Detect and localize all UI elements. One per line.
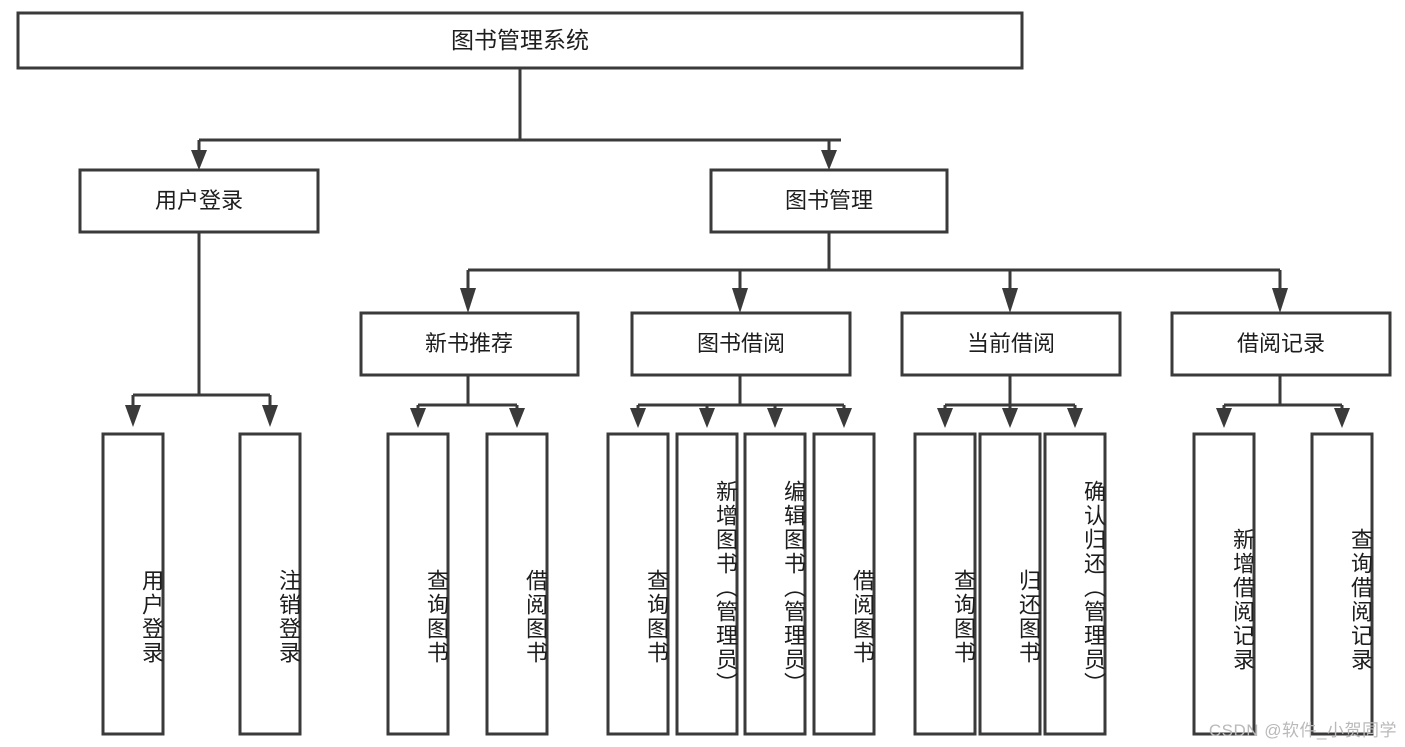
leaf-box-query-book-3[interactable] (913, 432, 977, 736)
user-login-label: 用户登录 (155, 188, 243, 213)
borrow-record-box[interactable] (1170, 311, 1392, 377)
arrowhead-bb-1 (630, 408, 646, 428)
node-current-borrow[interactable]: 当前借阅 (900, 311, 1122, 377)
current-borrow-box[interactable] (900, 311, 1122, 377)
arrowhead-br-1 (1216, 408, 1232, 428)
leaf-box-borrow-book-1[interactable] (485, 432, 549, 736)
node-new-book-recommend[interactable]: 新书推荐 (359, 311, 580, 377)
node-book-manage[interactable]: 图书管理 (709, 168, 949, 234)
node-user-login[interactable]: 用户登录 (78, 168, 320, 234)
arrowhead-user-login (191, 150, 207, 170)
leaf-box-query-record[interactable] (1310, 432, 1374, 736)
leaf-box-query-book-1[interactable] (386, 432, 450, 736)
node-root[interactable]: 图书管理系统 (16, 11, 1024, 70)
arrowhead-br-2 (1334, 408, 1350, 428)
root-label: 图书管理系统 (451, 27, 589, 53)
connectors (125, 68, 1350, 428)
leaf-box-user-login[interactable] (101, 432, 165, 736)
leaf-box-add-record[interactable] (1192, 432, 1256, 736)
arrowhead-book-manage (821, 150, 837, 170)
csdn-watermark: CSDN @软件_小贺同学 (1208, 721, 1397, 740)
leaf-box-add-book[interactable] (675, 432, 739, 736)
leaf-box-confirm-return[interactable] (1043, 432, 1107, 736)
new-book-recommend-label: 新书推荐 (425, 331, 513, 356)
leaf-box-return-book[interactable] (978, 432, 1042, 736)
arrowhead-book-borrow (732, 288, 748, 313)
node-book-borrow[interactable]: 图书借阅 (630, 311, 852, 377)
node-borrow-record[interactable]: 借阅记录 (1170, 311, 1392, 377)
current-borrow-label: 当前借阅 (967, 331, 1055, 356)
arrowhead-bb-2 (699, 408, 715, 428)
arrowhead-cb-1 (937, 408, 953, 428)
borrow-record-label: 借阅记录 (1237, 331, 1325, 356)
arrowhead-nb-1 (410, 408, 426, 428)
leaf-box-borrow-book-2[interactable] (812, 432, 876, 736)
book-manage-label: 图书管理 (785, 188, 873, 213)
leaf-boxes (101, 432, 1374, 736)
user-login-box[interactable] (78, 168, 320, 234)
leaf-box-query-book-2[interactable] (606, 432, 670, 736)
leaf-box-logout-login[interactable] (238, 432, 302, 736)
arrowhead-leaf-user-login (125, 405, 141, 427)
leaf-box-edit-book[interactable] (743, 432, 807, 736)
arrowhead-current-borrow (1002, 288, 1018, 313)
root-box[interactable] (16, 11, 1024, 70)
book-borrow-label: 图书借阅 (697, 331, 785, 356)
book-manage-box[interactable] (709, 168, 949, 234)
book-borrow-box[interactable] (630, 311, 852, 377)
new-book-recommend-box[interactable] (359, 311, 580, 377)
arrowhead-cb-3 (1067, 408, 1083, 428)
arrowhead-bb-3 (767, 408, 783, 428)
arrowhead-new-book-recommend (460, 288, 476, 313)
arrowhead-borrow-record (1272, 288, 1288, 313)
arrowhead-bb-4 (836, 408, 852, 428)
arrowhead-nb-2 (509, 408, 525, 428)
arrowhead-leaf-logout (262, 405, 278, 427)
arrowhead-cb-2 (1002, 408, 1018, 428)
